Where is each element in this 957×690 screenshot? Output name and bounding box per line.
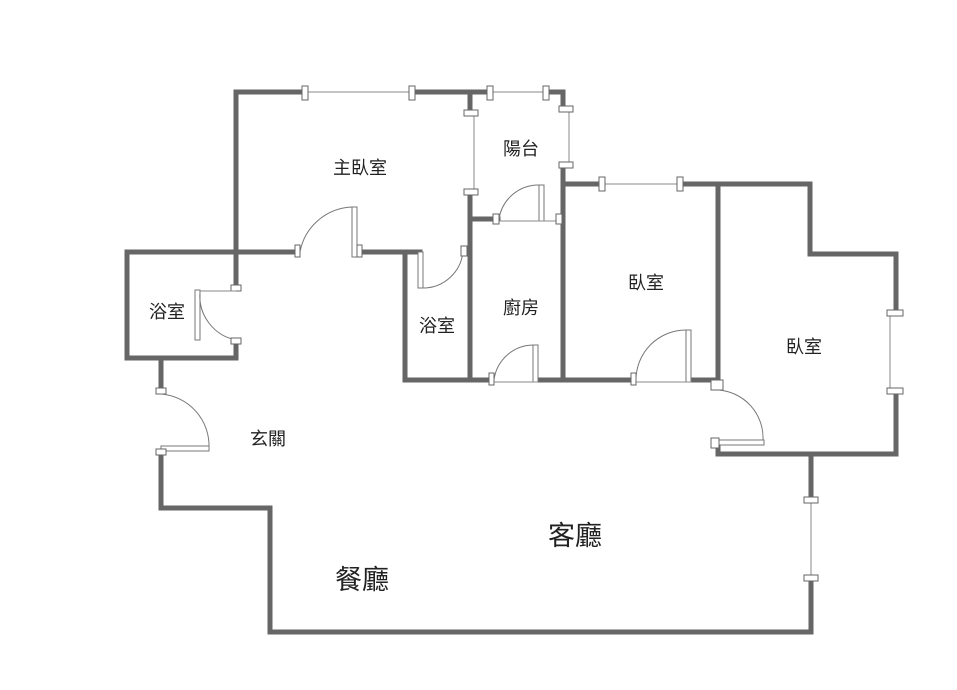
walls: [124, 89, 899, 635]
door-bathroom-center: [417, 245, 468, 289]
door-bathroom-left: [194, 284, 242, 345]
label-bedroom-center: 臥室: [628, 273, 664, 294]
door-entrance: [155, 387, 210, 456]
wall-bedroom-right-east: [715, 388, 899, 457]
label-dining-room: 餐廳: [335, 565, 389, 596]
label-bedroom-right: 臥室: [786, 337, 822, 358]
room-labels: 主臥室 陽台 浴室 浴室 廚房 臥室 臥室 玄關 客廳 餐廳: [149, 139, 822, 596]
wall-bedroom-right-north: [715, 181, 899, 316]
door-balcony: [492, 184, 563, 225]
label-bathroom-center: 浴室: [419, 316, 455, 337]
wall-master-west: [233, 89, 308, 255]
wall-south-outer: [158, 448, 814, 635]
label-kitchen: 廚房: [503, 297, 539, 319]
door-bedroom-center: [630, 329, 692, 386]
label-living-room: 客廳: [548, 521, 602, 552]
label-balcony: 陽台: [503, 139, 539, 160]
label-master-bedroom: 主臥室: [333, 158, 387, 179]
label-bathroom-left: 浴室: [149, 302, 185, 323]
wall-balcony-north-b: [543, 89, 566, 111]
door-bedroom-right: [710, 379, 765, 449]
door-kitchen: [488, 344, 539, 386]
wall-bath-left: [124, 249, 239, 361]
door-master-bedroom: [294, 206, 363, 258]
label-entrance: 玄關: [250, 429, 286, 450]
doors: [155, 184, 765, 456]
windows: [301, 85, 904, 582]
